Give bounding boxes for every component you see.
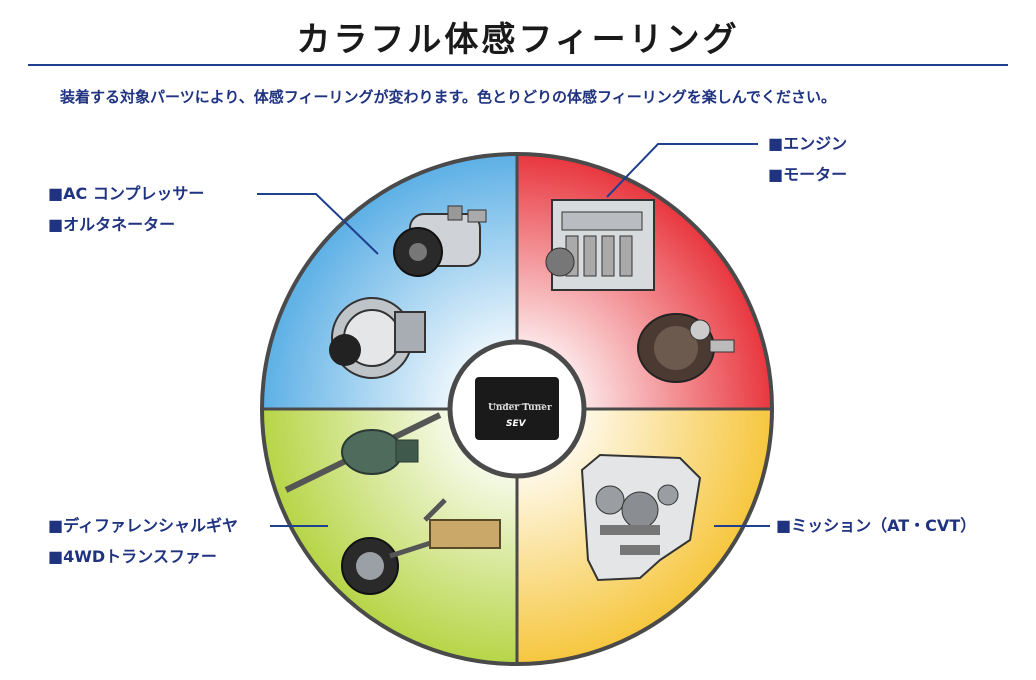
- engine-icon: [545, 199, 655, 291]
- label-engine: ■エンジン: [768, 134, 848, 153]
- label-ac-compressor: ■AC コンプレッサー: [48, 184, 205, 203]
- title-underline: [28, 64, 1008, 66]
- page-title: カラフル体感フィーリング: [296, 20, 740, 60]
- ac-compressor-icon: [393, 205, 487, 277]
- under-tuner-device: [475, 377, 559, 440]
- label-alternator: ■オルタネーター: [48, 215, 176, 234]
- transfer-4wd-icon: [341, 498, 501, 595]
- transmission-icon: [580, 453, 702, 582]
- differential-gear-icon: [284, 412, 442, 493]
- device-label-under-tuner: Under Tuner: [488, 403, 552, 413]
- label-mission: ■ミッション（AT・CVT）: [776, 516, 977, 535]
- motor-icon: [637, 313, 735, 383]
- label-differential: ■ディファレンシャルギヤ: [48, 516, 238, 535]
- alternator-icon: [329, 297, 426, 379]
- label-motor: ■モーター: [768, 165, 848, 184]
- device-label-sev: SEV: [506, 419, 526, 429]
- label-transfer-4wd: ■4WDトランスファー: [48, 547, 217, 566]
- page-subtitle: 装着する対象パーツにより、体感フィーリングが変わります。色とりどりの体感フィーリ…: [60, 88, 836, 106]
